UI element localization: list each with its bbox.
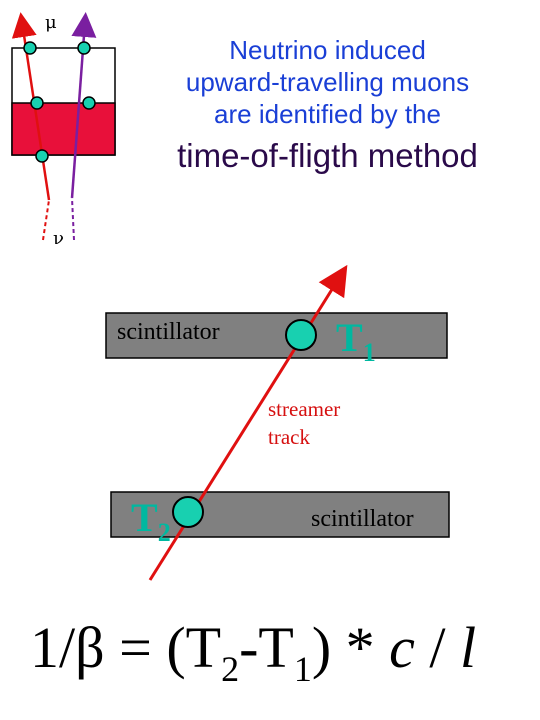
streamer-label-line-2: track <box>268 425 310 449</box>
scintillator-label-bottom: scintillator <box>311 506 414 532</box>
t1-label-sub: 1 <box>362 338 376 367</box>
small-hit-point <box>30 96 44 110</box>
small-hit-point <box>77 41 91 55</box>
small-purple-track-dashed <box>71 197 75 241</box>
big-detector <box>105 264 450 581</box>
streamer-label-line-1: streamer <box>268 397 341 421</box>
hit-point-t1 <box>285 319 317 351</box>
formula-sub-2: 2 <box>221 649 240 689</box>
title-line-2: upward-travelling muons <box>185 67 470 97</box>
small-detector <box>11 12 116 241</box>
streamer-track-label: streamer track <box>268 395 340 451</box>
formula-sub-1: 1 <box>293 649 312 689</box>
small-detector-red-layer <box>11 102 116 156</box>
title-line-3: are identified by the <box>214 99 441 129</box>
scintillator-label-top: scintillator <box>117 319 220 345</box>
small-hit-point <box>23 41 37 55</box>
nu-label: ν <box>53 228 64 249</box>
t2-label-base: T <box>131 495 158 540</box>
hit-point-t2 <box>172 496 204 528</box>
t2-label: T2 <box>131 494 171 548</box>
t2-label-sub: 2 <box>157 518 171 547</box>
t1-label: T1 <box>336 314 376 368</box>
formula-c: c <box>389 615 415 680</box>
formula-l: l <box>460 615 477 680</box>
scintillator-slab-top <box>105 312 448 359</box>
formula-mid: -T <box>239 615 294 680</box>
title-method: time-of-fligth method <box>177 137 478 174</box>
small-red-track-dashed <box>42 199 50 241</box>
title-line-1: Neutrino induced <box>229 35 426 65</box>
scintillator-slab-bottom <box>110 491 450 538</box>
formula-lhs: 1/β = (T <box>30 615 222 680</box>
formula-slash: / <box>414 615 461 680</box>
mu-label: μ <box>45 12 57 33</box>
small-hit-point <box>82 96 96 110</box>
title-block: Neutrino induced upward-travelling muons… <box>130 34 525 176</box>
t1-label-base: T <box>336 315 363 360</box>
time-of-flight-formula: 1/β = (T2-T1) * c / l <box>30 614 530 690</box>
small-hit-point <box>35 149 49 163</box>
formula-close: ) * <box>311 615 390 680</box>
